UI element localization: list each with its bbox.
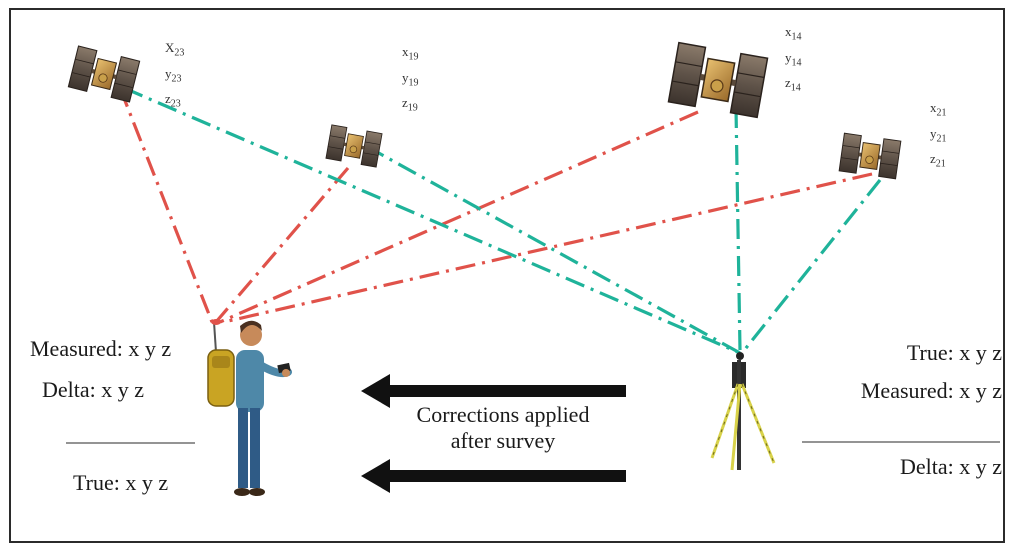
corrections-line-2: after survey: [450, 428, 556, 453]
tripod-base-station-icon: [710, 352, 776, 471]
satellite-icon: [67, 45, 141, 103]
surveyor-person-icon: [207, 319, 292, 496]
coord-line: y23: [165, 65, 182, 85]
coord-line: x21: [930, 100, 947, 119]
coord-line: z19: [402, 95, 418, 114]
coord-line: z23: [165, 91, 181, 110]
base-signal-lines: [123, 86, 882, 355]
signal-sat23-rover: [118, 87, 214, 323]
signal-sat14-rover: [219, 110, 699, 324]
base-delta-label: Delta: x y z: [899, 454, 1002, 479]
coord-line: y14: [785, 49, 802, 69]
coord-line: y21: [930, 125, 947, 145]
arrow-left-icon: [361, 374, 626, 408]
signal-sat19-base: [365, 144, 741, 355]
coord-line: z21: [930, 151, 946, 170]
arrow-left-icon: [361, 459, 626, 493]
rover-delta-label: Delta: x y z: [42, 377, 145, 402]
coord-line: x19: [402, 44, 419, 63]
sat21-coords: x21 y21 z21: [930, 98, 947, 175]
sat19-coords: x19 y19 z19: [402, 42, 419, 119]
signal-sat21-rover: [223, 172, 873, 324]
diagram-frame: [9, 8, 1005, 543]
rover-true-label: True: x y z: [73, 470, 169, 495]
corrections-line-1: Corrections applied: [416, 402, 590, 427]
sat14-coords: x14 y14 z14: [785, 22, 802, 99]
base-true-label: True: x y z: [906, 340, 1002, 365]
coord-line: X23: [165, 40, 185, 59]
coord-line: x14: [785, 24, 802, 43]
satellite-icon: [667, 41, 769, 119]
corrections-text: Corrections applied after survey: [378, 402, 628, 454]
signal-sat19-rover: [214, 166, 350, 324]
satellite-icon: [325, 124, 383, 168]
rover-signal-lines: [118, 87, 873, 324]
rover-measured-label: Measured: x y z: [30, 336, 172, 361]
base-measured-label: Measured: x y z: [860, 378, 1002, 403]
coord-line: y19: [402, 69, 419, 89]
signal-sat14-base: [734, 107, 742, 351]
sat23-coords: X23 y23 z23: [165, 38, 184, 115]
signal-sat21-base: [740, 179, 882, 354]
satellite-icon: [838, 132, 902, 180]
coord-line: z14: [785, 75, 801, 94]
signal-sat23-base: [123, 86, 741, 355]
